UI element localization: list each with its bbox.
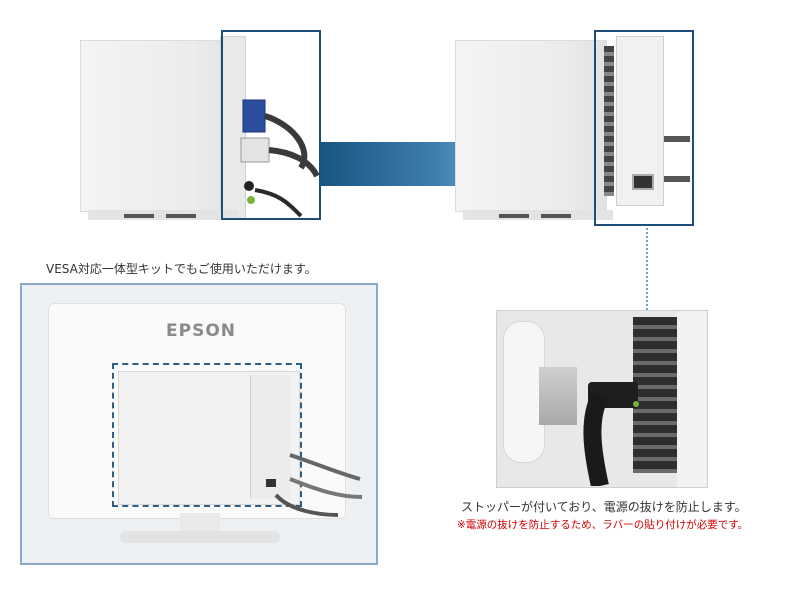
mounted-pc-cover [250, 375, 291, 499]
vesa-monitor-photo-frame: EPSON [20, 283, 378, 565]
stopper-block [539, 367, 577, 425]
mounted-power-stopper-icon [266, 479, 276, 487]
detail-leader-line [646, 228, 648, 310]
audio-cable [254, 188, 303, 218]
pc-base-plate [88, 210, 238, 220]
dvi-cable [268, 147, 320, 178]
pc-vent-slot [166, 214, 196, 218]
monitor-cables [274, 453, 363, 517]
connector-highlight-frame [221, 30, 321, 220]
power-plug-icon [583, 382, 639, 486]
dvi-connector-icon [240, 137, 270, 163]
pc-main-body [455, 40, 607, 212]
audio-jack-green-icon [247, 196, 255, 204]
monitor-stand-base [120, 531, 280, 543]
stopper-caption: ストッパーが付いており、電源の抜けを防止します。 [461, 500, 747, 514]
pc-vent-slot [124, 214, 154, 218]
cable-connectors [240, 99, 320, 218]
monitor-brand-logo: EPSON [166, 321, 236, 341]
connector-strip [604, 46, 614, 196]
pc-vent-slot [541, 214, 571, 218]
pc-vent-slot [499, 214, 529, 218]
cover-cable [664, 136, 690, 142]
pc-side-panel [220, 36, 246, 220]
cable-cover-panel [616, 36, 664, 206]
cable-cover-highlight-frame [594, 30, 694, 226]
pc-before-illustration [80, 36, 320, 226]
audio-jack-black-icon [244, 181, 254, 191]
pc-side-wall [677, 311, 707, 487]
vesa-mount-dashed-frame [112, 363, 302, 507]
vesa-kit-caption: VESA対応一体型キットでもご使用いただけます。 [46, 262, 317, 276]
cover-cable [664, 176, 690, 182]
connector-panel [633, 317, 677, 473]
vga-connector-icon [242, 99, 266, 133]
pc-after-illustration [455, 36, 695, 226]
pc-base-plate [463, 210, 613, 220]
pc-main-body [80, 40, 240, 212]
power-stopper-slot-icon [632, 174, 654, 190]
rubber-note-caption: ※電源の抜けを防止するため、ラバーの貼り付けが必要です。 [457, 519, 749, 531]
